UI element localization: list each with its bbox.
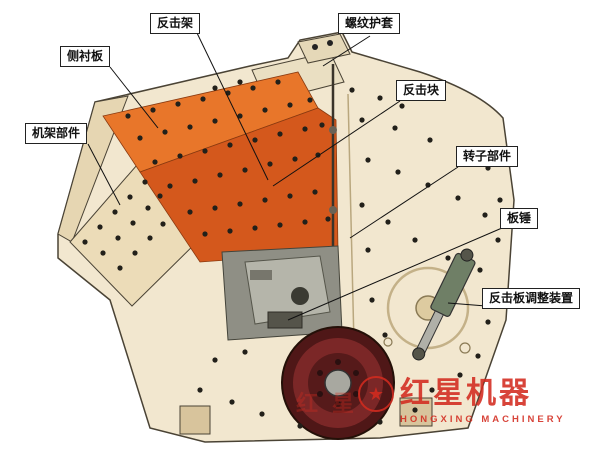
flywheel-hub	[324, 369, 352, 397]
callout-line-adjuster	[447, 302, 487, 307]
label-impact-frame: 反击架	[150, 13, 201, 34]
tie-rod-nut	[329, 206, 337, 214]
panel-hole	[459, 342, 471, 354]
bearing-housing	[386, 266, 470, 350]
callout-line-impact-frame	[196, 32, 269, 181]
label-threaded-sleeve: 螺纹护套	[338, 13, 401, 34]
base-leg	[179, 405, 211, 435]
flywheel-bolts	[317, 359, 359, 407]
label-impact-block: 反击块	[396, 80, 447, 101]
bolt	[327, 40, 333, 46]
callout-line-rotor-parts	[349, 166, 459, 239]
label-side-liner: 侧衬板	[60, 46, 111, 67]
label-impact-plate-adjuster: 反击板调整装置	[482, 288, 581, 309]
chute-bolts	[82, 179, 166, 271]
rotor-detail	[250, 270, 272, 280]
callout-line-threaded-sleeve	[322, 35, 371, 67]
label-blow-bar: 板锤	[500, 208, 539, 229]
callout-line-side-liner	[109, 66, 159, 129]
callout-line-blow-bar	[287, 227, 503, 321]
panel-bolts	[197, 79, 503, 429]
adjusting-cylinder	[412, 248, 476, 361]
panel-hole	[383, 337, 393, 347]
threaded-sleeve-bracket	[297, 33, 351, 64]
callout-line-frame-parts	[87, 143, 121, 206]
label-frame-parts: 机架部件	[25, 123, 88, 144]
callout-line-impact-block	[272, 100, 401, 187]
base-leg	[399, 397, 433, 427]
impact-plate-inner	[139, 107, 339, 263]
label-rotor-parts: 转子部件	[456, 146, 519, 167]
blow-bar	[267, 311, 303, 329]
liner-bolts	[125, 79, 331, 237]
rotor-shaft	[291, 287, 309, 305]
bolt	[312, 44, 318, 50]
tie-rod-nut	[329, 126, 337, 134]
